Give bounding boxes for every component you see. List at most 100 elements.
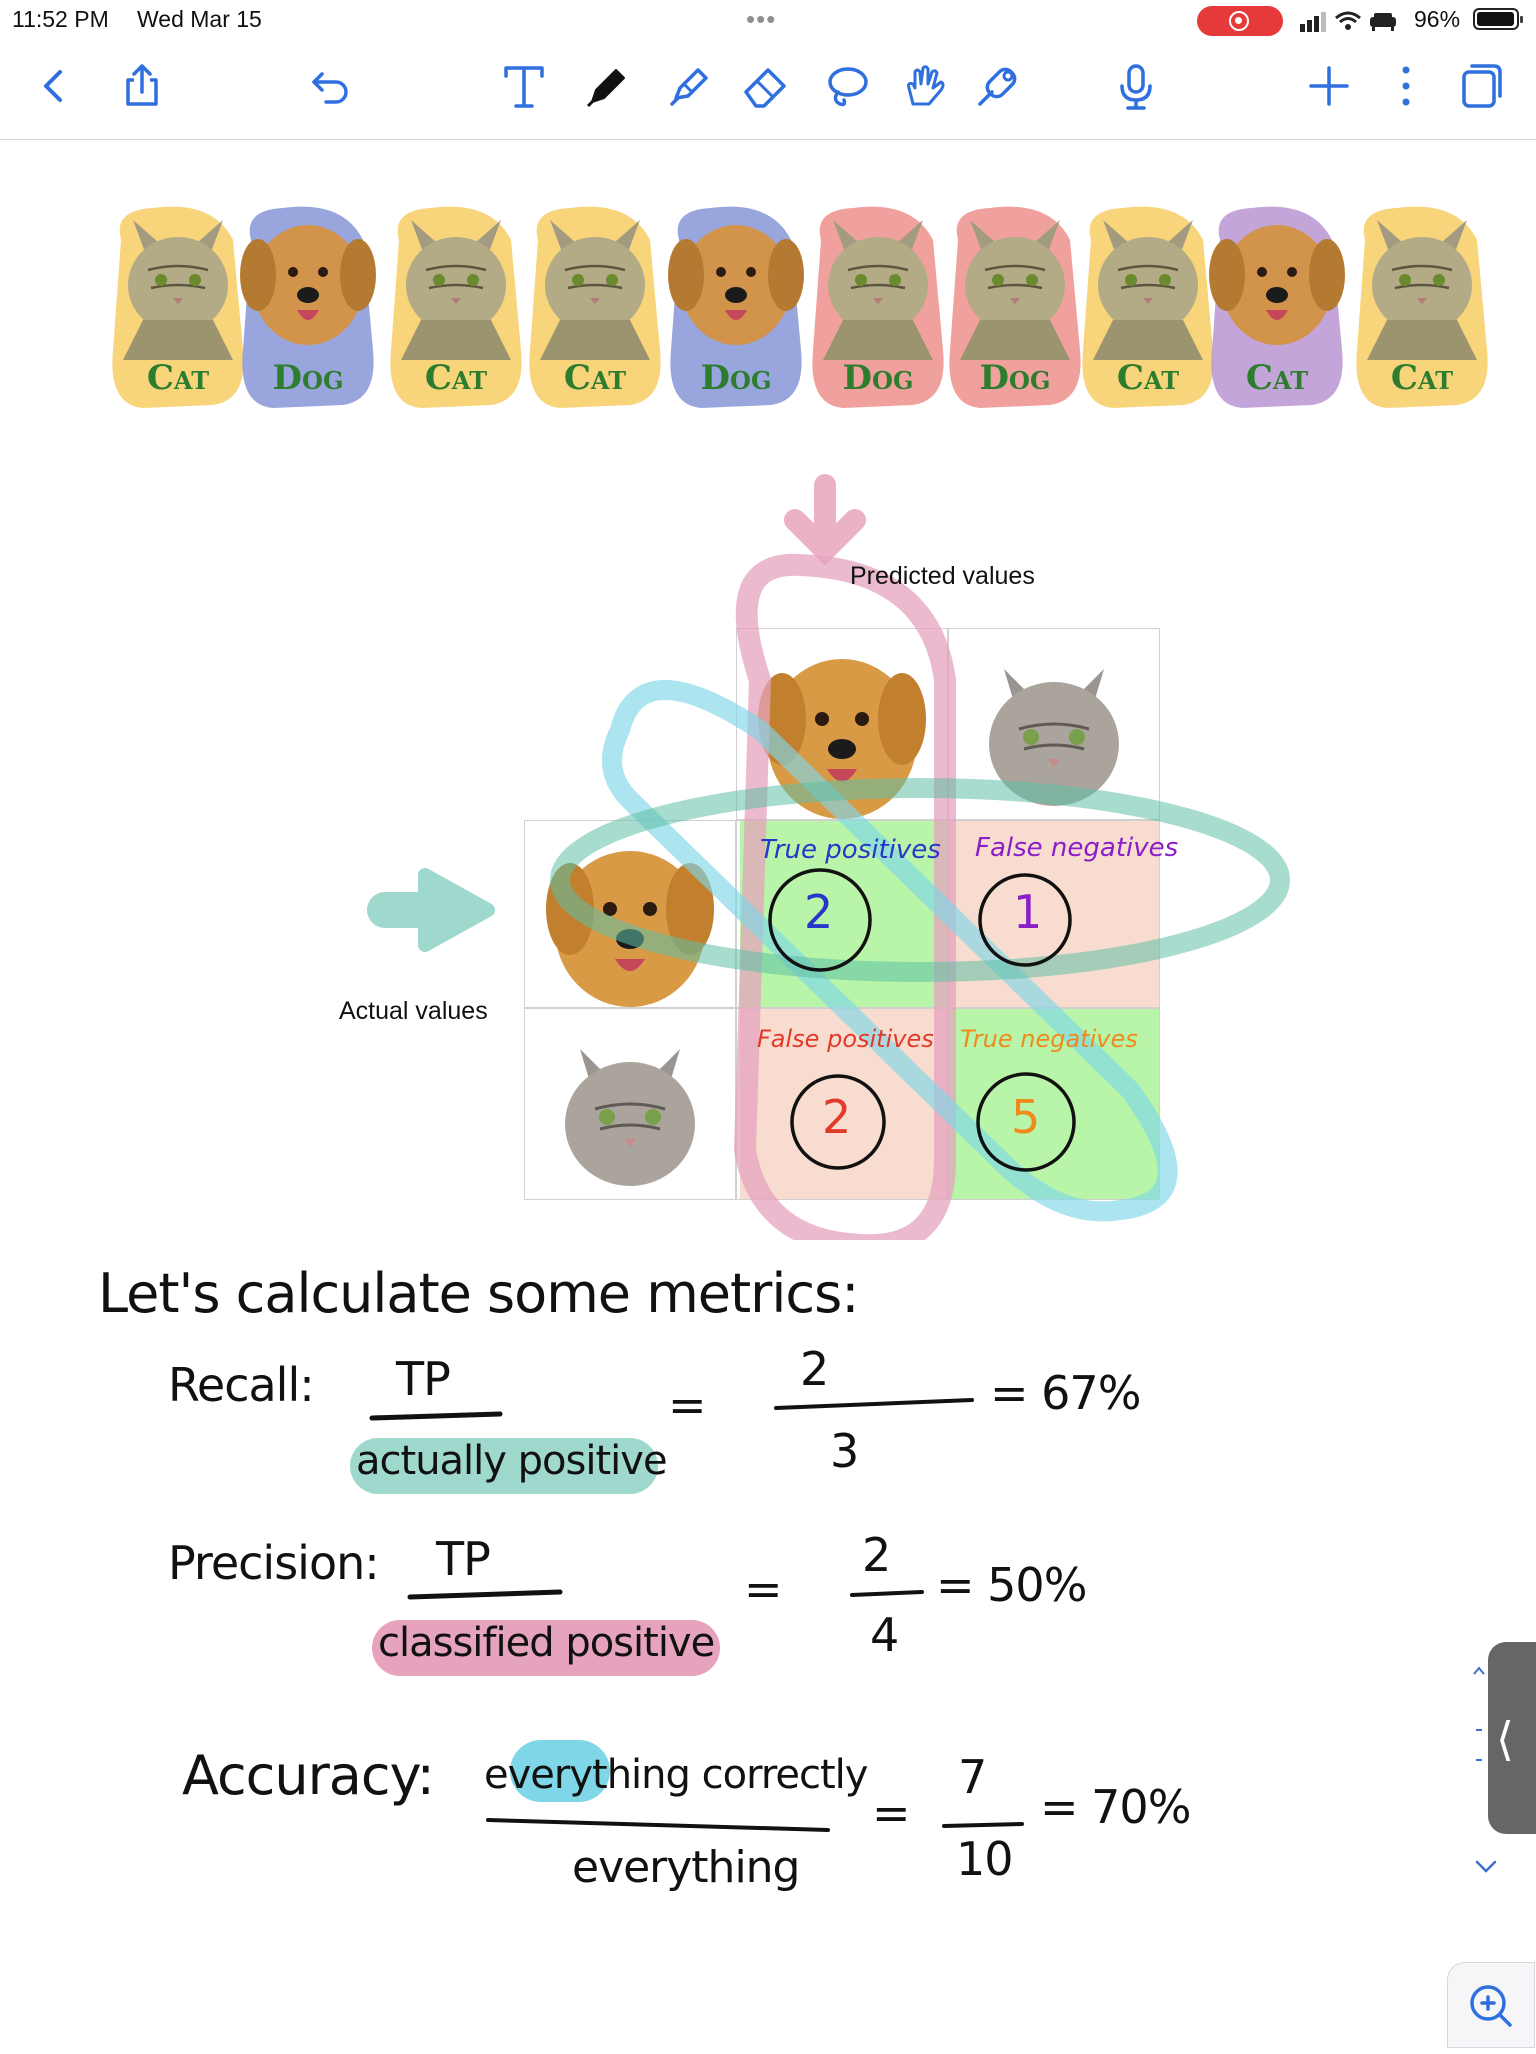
strip-item: Dog [808, 200, 948, 450]
strip-label: Cat [424, 358, 488, 398]
ink-strokes [367, 474, 1290, 1240]
strip-item: Cat [108, 200, 248, 450]
accuracy-fraction-denominator: 10 [956, 1832, 1014, 1886]
recall-equals: = [668, 1378, 707, 1432]
zoom-in-button[interactable] [1447, 1962, 1535, 2048]
eraser-icon[interactable] [738, 58, 794, 114]
strip-label: Dog [700, 358, 772, 398]
notes-toolbar [0, 40, 1536, 140]
multitasking-dots-icon[interactable]: ••• [746, 4, 777, 34]
precision-denominator: classified positive [378, 1620, 715, 1666]
accuracy-label: Accuracy: [182, 1744, 435, 1807]
recall-fraction-numerator: 2 [800, 1342, 829, 1396]
status-time: 11:52 PM [12, 6, 109, 32]
precision-fraction-denominator: 4 [870, 1608, 899, 1662]
strip-item: Cat [1078, 200, 1218, 450]
strip-label: Dog [272, 358, 344, 398]
tn-label: True negatives [960, 1025, 1138, 1053]
precision-label: Precision: [168, 1536, 380, 1590]
dog-photo-icon [1209, 206, 1345, 408]
matrix-row-cat [524, 1008, 736, 1200]
cat-photo-icon [390, 206, 522, 408]
cat-photo-icon [1356, 206, 1488, 408]
accuracy-numerator: everything correctly [484, 1752, 868, 1798]
add-icon[interactable] [1301, 58, 1357, 114]
recall-label: Recall: [168, 1358, 315, 1412]
battery-percent: 96% [1414, 6, 1461, 32]
dog-photo-icon [668, 206, 804, 408]
cat-photo-icon [949, 206, 1081, 408]
recall-denominator-highlight [350, 1438, 658, 1494]
page-navigator-tab[interactable]: ⟨ [1488, 1642, 1536, 1834]
more-icon[interactable] [1378, 58, 1434, 114]
fn-value: 1 [1013, 885, 1043, 939]
precision-denominator-highlight [372, 1620, 720, 1676]
fp-label: False positives [757, 1025, 934, 1053]
undo-icon[interactable] [304, 58, 360, 114]
strip-item: Dog [945, 200, 1085, 450]
tp-value: 2 [804, 885, 834, 939]
cat-photo-icon [812, 206, 944, 408]
fp-value: 2 [822, 1090, 852, 1144]
cat-photo-icon [1082, 206, 1214, 408]
metrics-heading: Let's calculate some metrics: [98, 1262, 859, 1325]
signal-wifi-icon [1300, 11, 1396, 32]
strip-label: Cat [1390, 358, 1454, 398]
battery-icon [1473, 8, 1523, 30]
strip-label: Dog [979, 358, 1051, 398]
cat-photo-icon [565, 1049, 695, 1186]
accuracy-numerator-highlight [510, 1740, 610, 1802]
hand-icon[interactable] [895, 58, 951, 114]
strip-label: Cat [1245, 358, 1309, 398]
precision-numerator: TP [436, 1532, 491, 1586]
strip-item: Cat [1207, 200, 1347, 450]
recall-numerator: TP [396, 1352, 451, 1406]
accuracy-equals: = [872, 1786, 911, 1840]
precision-result: = 50% [936, 1558, 1087, 1612]
tn-value: 5 [1011, 1090, 1041, 1144]
strip-label: Cat [146, 358, 210, 398]
tp-label: True positives [760, 835, 941, 865]
actual-values-label: Actual values [339, 997, 488, 1025]
microphone-icon[interactable] [1108, 58, 1164, 114]
cat-photo-icon [989, 669, 1119, 806]
fraction-lines [369, 1398, 1024, 1832]
status-date: Wed Mar 15 [137, 6, 262, 32]
cat-photo-icon [112, 206, 244, 408]
share-icon[interactable] [114, 58, 170, 114]
strip-label: Cat [1116, 358, 1180, 398]
strip-item: Cat [1352, 200, 1492, 450]
predicted-values-label: Predicted values [850, 562, 1035, 590]
status-bar: 11:52 PM Wed Mar 15 ••• 96% [0, 0, 1536, 40]
dog-photo-icon [240, 206, 376, 408]
strip-item: Cat [525, 200, 665, 450]
zoom-in-icon [1470, 1985, 1512, 2027]
recall-denominator: actually positive [356, 1438, 668, 1484]
precision-equals: = [744, 1562, 783, 1616]
precision-fraction-numerator: 2 [862, 1528, 891, 1582]
strip-item: Dog [238, 200, 378, 450]
accuracy-denominator: everything [572, 1842, 800, 1893]
laser-pointer-icon[interactable] [970, 58, 1026, 114]
tn-cell-fill [950, 1008, 1160, 1200]
chevron-down-icon[interactable] [1474, 1858, 1498, 1881]
accuracy-fraction-numerator: 7 [958, 1750, 987, 1804]
back-icon[interactable] [26, 58, 82, 114]
cat-photo-icon [529, 206, 661, 408]
fn-label: False negatives [975, 833, 1179, 863]
status-indicators [1300, 6, 1410, 36]
pages-icon[interactable] [1454, 58, 1510, 114]
recall-fraction-denominator: 3 [830, 1424, 859, 1478]
highlighter-icon[interactable] [660, 58, 716, 114]
chevron-left-icon: ⟨ [1496, 1712, 1514, 1766]
text-tool-icon[interactable] [496, 58, 552, 114]
strip-item: Dog [666, 200, 806, 450]
lasso-icon[interactable] [818, 58, 874, 114]
page-indicator-ticks [1472, 1660, 1486, 1800]
recall-result: = 67% [990, 1366, 1141, 1420]
strip-label: Cat [563, 358, 627, 398]
pen-icon[interactable] [578, 58, 634, 114]
screen-recording-icon[interactable] [1197, 6, 1283, 36]
